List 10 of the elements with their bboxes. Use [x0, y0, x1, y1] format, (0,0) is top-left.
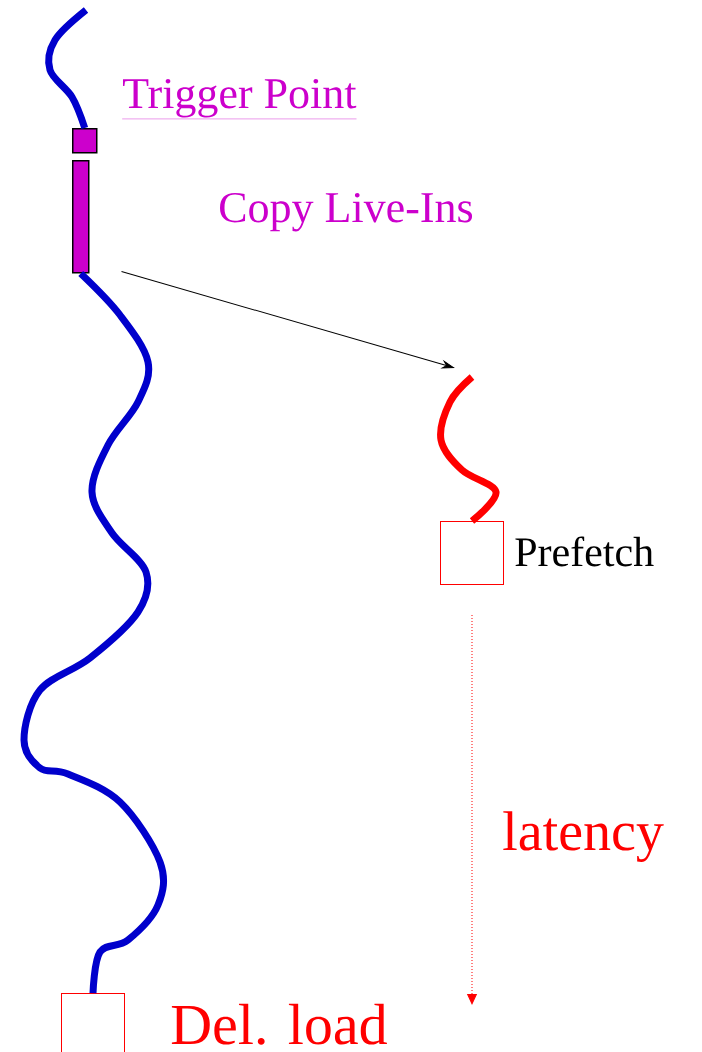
thread-line	[437, 374, 500, 524]
text-label: latency	[503, 811, 664, 863]
thread-line	[45, 7, 89, 130]
node-caption: Del. load	[171, 1003, 387, 1045]
text-label: Copy Live-Ins	[220, 192, 473, 232]
arrow	[121, 271, 454, 369]
thread-line	[20, 271, 167, 994]
bar-marker	[72, 160, 90, 274]
node-caption: Trigger Point	[122, 78, 357, 120]
node-caption: Prefetch	[515, 536, 654, 567]
